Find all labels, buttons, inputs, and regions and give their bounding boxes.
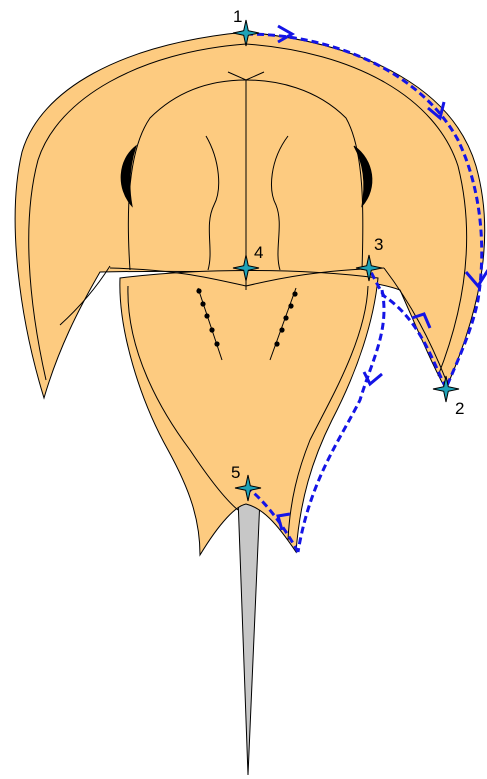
point-3-label: 3 [374,235,383,254]
telson [238,498,260,775]
point-2-label: 2 [455,399,464,418]
point-4-label: 4 [254,243,263,262]
point-5-label: 5 [231,463,240,482]
point-1-label: 1 [233,7,242,26]
